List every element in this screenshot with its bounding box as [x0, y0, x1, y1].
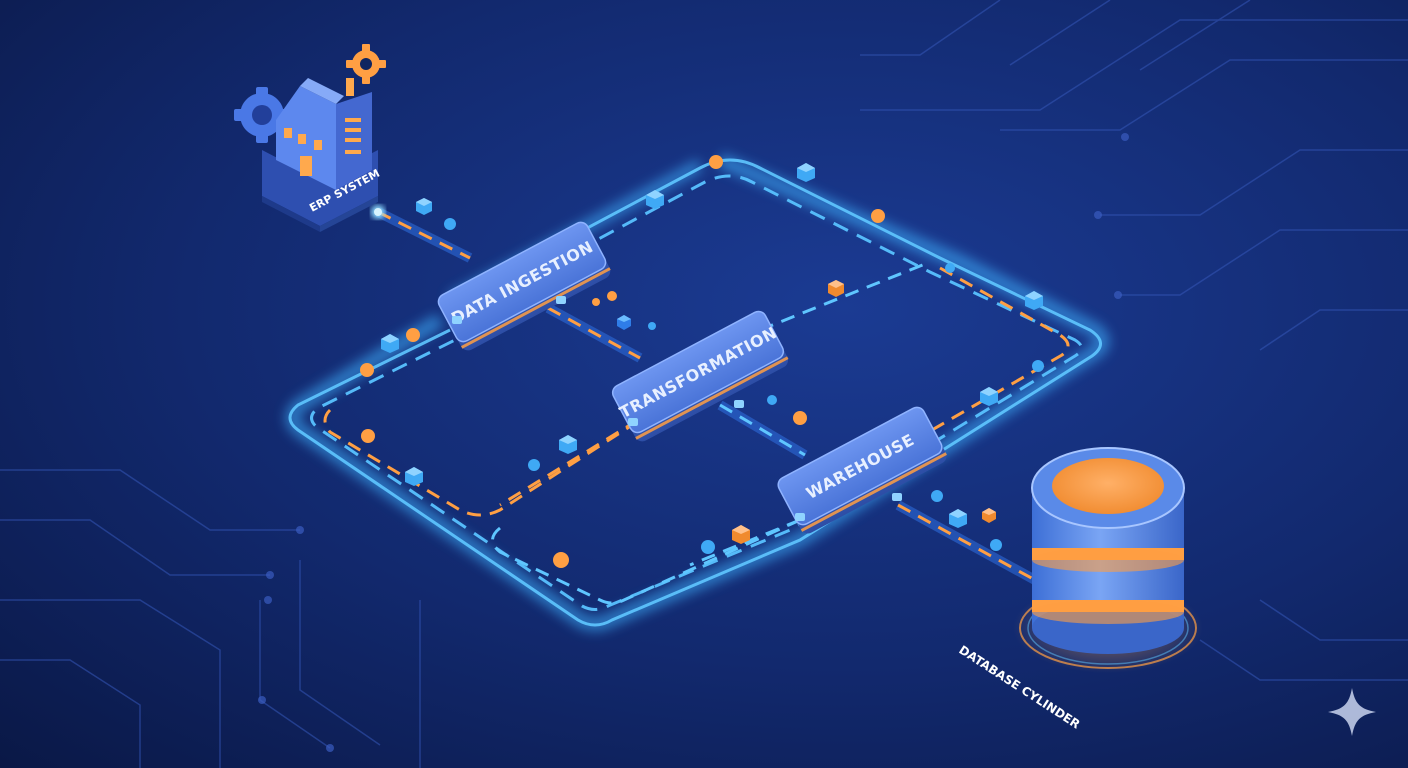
database-cylinder-icon: [1032, 448, 1184, 654]
flow-start-point: [374, 208, 382, 216]
